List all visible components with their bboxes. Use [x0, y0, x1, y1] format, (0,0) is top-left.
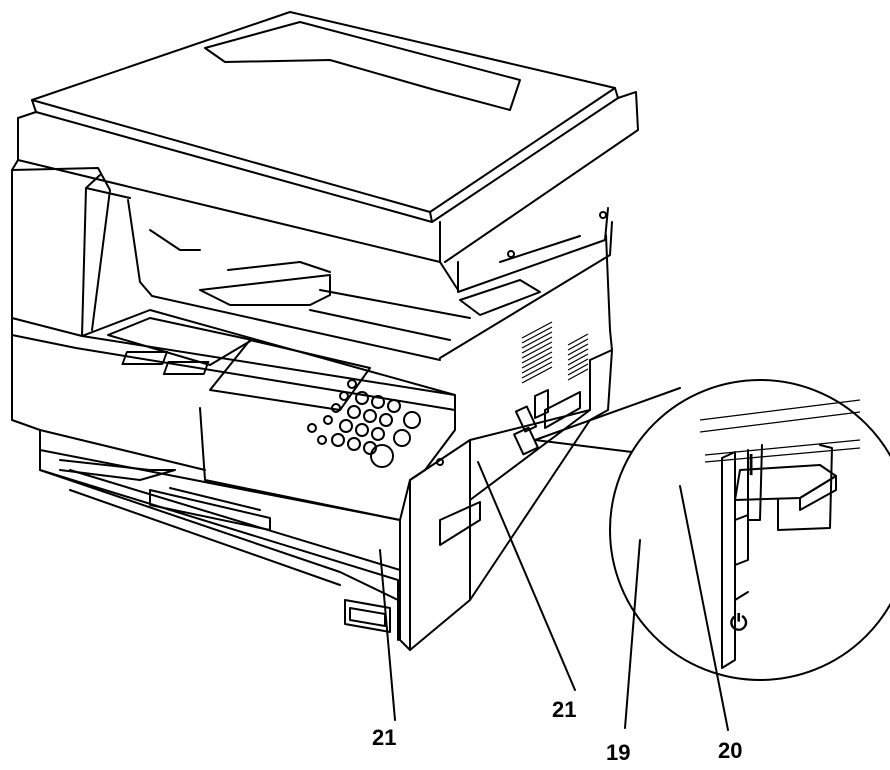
left-side-panel: [11, 167, 131, 337]
callout-label-main-power-switch: 19: [606, 740, 630, 765]
callout-label-switch-handle: 20: [718, 738, 742, 763]
paper-cassette: [39, 449, 401, 641]
scanner-unit: [11, 91, 639, 293]
callout-label-right-cover: 21: [552, 697, 576, 722]
output-tray: [127, 199, 613, 361]
callout-label-front-cover: 21: [372, 725, 396, 750]
side-vent-lower: [567, 333, 589, 381]
leader-lines: [379, 461, 729, 731]
front-body: [11, 334, 591, 651]
document-cover: [31, 11, 619, 223]
switch-on-symbol: |: [748, 450, 754, 475]
power-switch-detail: | ⏻: [534, 379, 890, 681]
magnifier-circle: [609, 379, 890, 681]
operation-panel: [11, 309, 456, 468]
keypad: [307, 379, 421, 468]
switch-off-symbol: ⏻: [730, 610, 748, 635]
copier-illustration: [11, 11, 639, 651]
right-side-cover: [469, 234, 613, 501]
side-vent-upper: [521, 321, 553, 384]
